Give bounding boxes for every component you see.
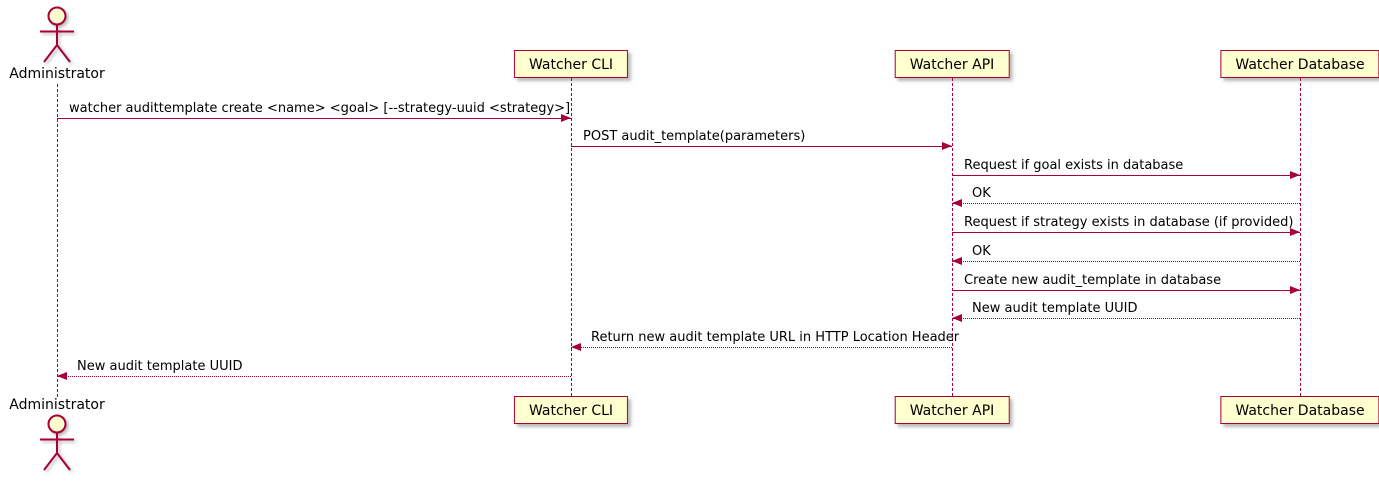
message-line-6 [952,290,1300,291]
actor-icon [40,6,74,63]
message-line-3 [952,203,1300,204]
lifeline-watcher-cli [571,78,572,396]
message-arrowhead-6 [1290,286,1300,294]
message-label-5: OK [972,244,991,259]
lifeline-administrator [57,84,58,397]
actor-figure-administrator-bottom [34,414,80,474]
message-line-9 [57,376,571,377]
participant-watcher-database-top: Watcher Database [1220,50,1379,78]
message-label-9: New audit template UUID [77,359,243,374]
participant-watcher-database-bottom: Watcher Database [1220,396,1379,424]
message-arrowhead-3 [952,199,962,207]
message-arrowhead-8 [571,343,581,351]
actor-figure-administrator-top [34,6,80,66]
lifeline-watcher-database [1300,78,1301,396]
message-label-3: OK [972,186,991,201]
message-arrowhead-5 [952,257,962,265]
message-label-6: Create new audit_template in database [964,273,1222,288]
message-line-5 [952,261,1300,262]
message-label-2: Request if goal exists in database [964,158,1184,173]
message-label-1: POST audit_template(parameters) [583,129,806,144]
participant-watcher-cli-bottom: Watcher CLI [513,396,629,424]
message-line-7 [952,318,1300,319]
actor-label-administrator-top: Administrator [9,66,105,82]
message-arrowhead-0 [561,114,571,122]
message-label-8: Return new audit template URL in HTTP Lo… [591,330,960,345]
participant-watcher-cli-top: Watcher CLI [513,50,629,78]
message-arrowhead-1 [942,142,952,150]
actor-icon [40,414,74,471]
message-line-2 [952,175,1300,176]
message-arrowhead-2 [1290,171,1300,179]
message-label-7: New audit template UUID [972,301,1138,316]
actor-label-administrator-bottom: Administrator [9,397,105,413]
message-label-4: Request if strategy exists in database (… [964,215,1294,230]
lifeline-watcher-api [952,78,953,396]
message-arrowhead-9 [57,372,67,380]
message-label-0: watcher audittemplate create <name> <goa… [69,101,571,116]
message-line-8 [571,347,952,348]
participant-watcher-api-top: Watcher API [894,50,1010,78]
message-arrowhead-4 [1290,228,1300,236]
message-line-1 [571,146,952,147]
participant-watcher-api-bottom: Watcher API [894,396,1010,424]
message-line-0 [57,118,571,119]
message-line-4 [952,232,1300,233]
message-arrowhead-7 [952,314,962,322]
